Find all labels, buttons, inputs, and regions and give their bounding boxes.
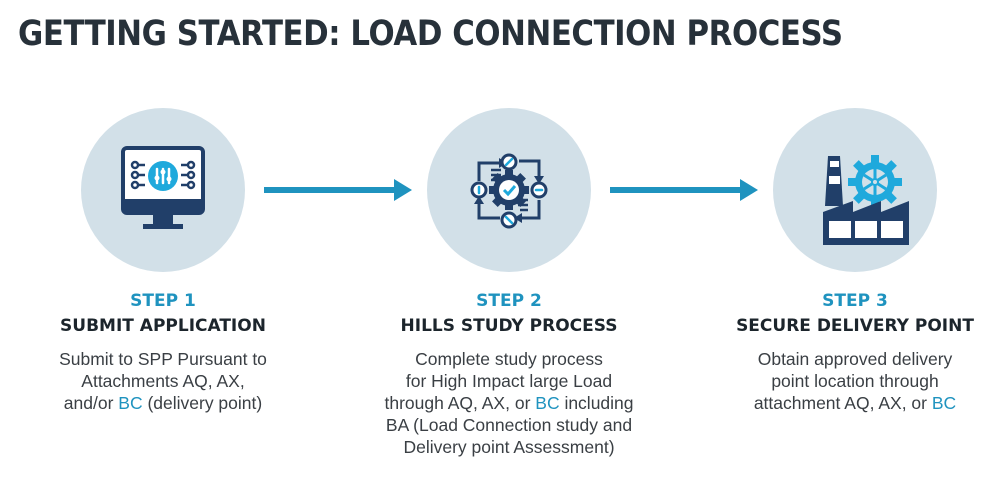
process-cycle-gear-icon	[470, 153, 548, 229]
step-description: Complete study process for High Impact l…	[349, 348, 669, 458]
step-title: HILLS STUDY PROCESS	[400, 316, 618, 336]
step-title: SECURE DELIVERY POINT	[736, 316, 974, 336]
monitor-settings-icon	[121, 146, 205, 229]
step-number: STEP 3	[822, 291, 888, 311]
desc-line: Obtain approved delivery	[757, 349, 953, 369]
step-description: Submit to SPP Pursuant to Attachments AQ…	[3, 348, 323, 414]
desc-text: (delivery point)	[142, 393, 263, 413]
desc-line: Submit to SPP Pursuant to	[59, 349, 267, 369]
step-number: STEP 2	[476, 291, 542, 311]
page-title: GETTING STARTED: LOAD CONNECTION PROCESS	[18, 14, 843, 54]
desc-line: for High Impact large Load	[405, 371, 613, 391]
step-1-icon-circle	[81, 108, 245, 272]
desc-text: through AQ, AX, or	[384, 393, 536, 413]
factory-gear-icon	[823, 155, 909, 245]
desc-line: Delivery point Assessment)	[403, 437, 615, 457]
desc-line: and/or BC (delivery point)	[3, 392, 323, 414]
attachment-bc-link[interactable]: BC	[118, 393, 143, 413]
desc-line: through AQ, AX, or BC including	[349, 392, 669, 414]
desc-text: and/or	[63, 393, 119, 413]
step-number: STEP 1	[130, 291, 196, 311]
step-2-icon-circle	[427, 108, 591, 272]
attachment-bc-link[interactable]: BC	[931, 393, 957, 413]
desc-line: Complete study process	[415, 349, 603, 369]
desc-text: including	[559, 393, 634, 413]
arrow-right-icon	[264, 179, 412, 201]
desc-text: attachment AQ, AX, or	[753, 393, 932, 413]
desc-line: attachment AQ, AX, or BC	[695, 392, 1000, 414]
step-title: SUBMIT APPLICATION	[60, 316, 266, 336]
step-description: Obtain approved delivery point location …	[695, 348, 1000, 414]
desc-line: Attachments AQ, AX,	[81, 371, 245, 391]
arrow-right-icon	[610, 179, 758, 201]
step-3-icon-circle	[773, 108, 937, 272]
desc-line: point location through	[771, 371, 939, 391]
attachment-bc-link[interactable]: BC	[535, 393, 560, 413]
desc-line: BA (Load Connection study and	[385, 415, 633, 435]
